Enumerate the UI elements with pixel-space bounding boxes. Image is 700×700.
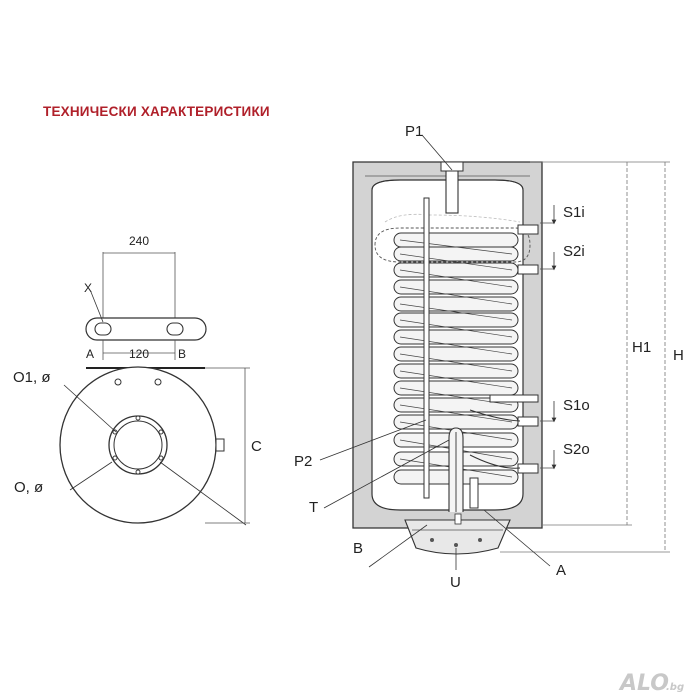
label-c: C <box>251 438 262 455</box>
label-s1i: S1i <box>563 204 585 221</box>
dim-240-label: 240 <box>129 234 149 248</box>
label-s2o: S2o <box>563 441 590 458</box>
label-s2i: S2i <box>563 243 585 260</box>
pipe-p1 <box>445 169 459 214</box>
label-o1: O1, ø <box>13 369 51 386</box>
label-a-left: A <box>86 347 94 361</box>
connector-s1i <box>517 224 539 235</box>
heater-element <box>448 427 479 512</box>
label-a-right: A <box>556 562 566 579</box>
label-p1: P1 <box>405 123 423 140</box>
connector-s2o <box>517 463 539 474</box>
label-p2: P2 <box>294 453 312 470</box>
label-o: O, ø <box>14 479 43 496</box>
label-h1: H1 <box>632 339 651 356</box>
connector-s1o <box>517 416 539 427</box>
svg-text:.bg: .bg <box>666 682 684 693</box>
label-b-right: B <box>353 540 363 557</box>
top-view: O1, ø O, ø C <box>13 366 262 526</box>
watermark-logo: ALO .bg <box>618 671 684 696</box>
label-b-left: B <box>178 347 186 361</box>
mounting-plate-view: 240 X A 120 B <box>84 234 207 361</box>
flange-cover <box>404 519 511 555</box>
label-t: T <box>309 499 318 516</box>
connector-s2i <box>517 264 539 275</box>
svg-text:ALO: ALO <box>618 671 669 696</box>
label-u: U <box>450 574 461 591</box>
dim-120-label: 120 <box>129 347 149 361</box>
label-s1o: S1o <box>563 397 590 414</box>
page-title: ТЕХНИЧЕСКИ ХАРАКТЕРИСТИКИ <box>43 104 270 119</box>
tank-section: P1 <box>294 123 684 591</box>
label-x: X <box>84 281 92 295</box>
label-h: H <box>673 347 684 364</box>
